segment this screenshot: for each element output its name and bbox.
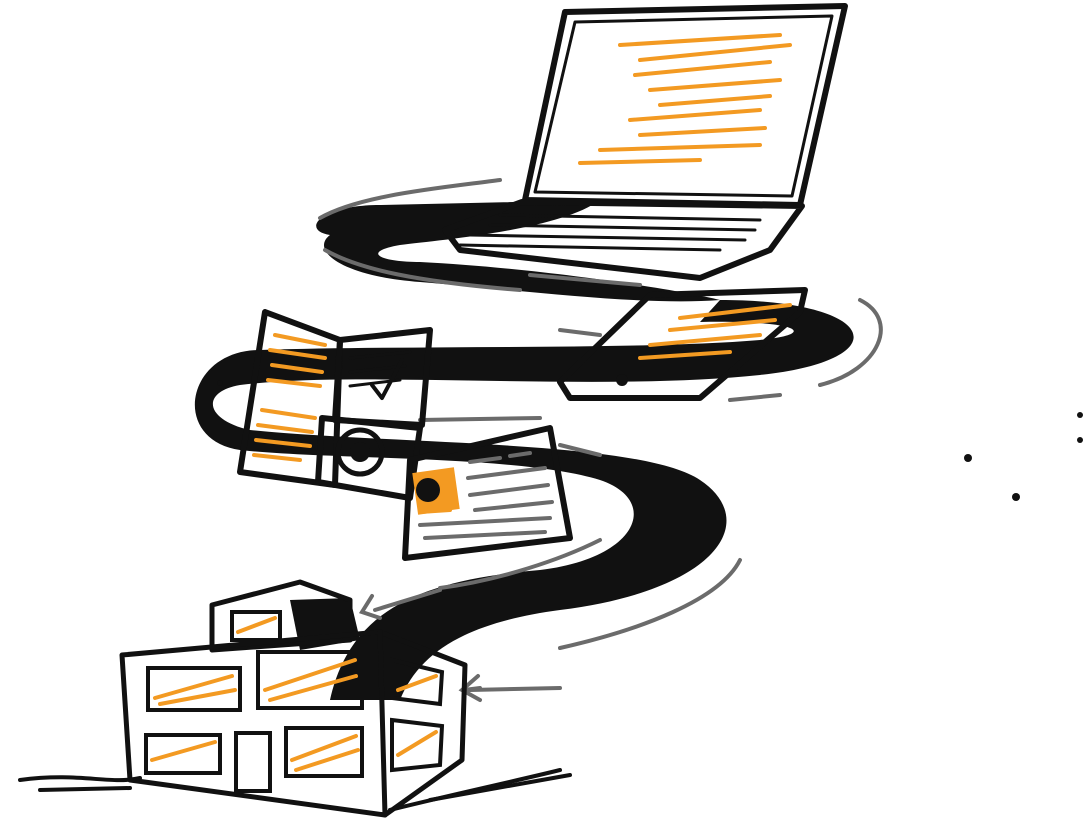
winding-road bbox=[194, 200, 854, 700]
ground-scribble bbox=[18, 768, 572, 812]
laptop-icon bbox=[442, 3, 848, 281]
laptop-screen-scribble bbox=[578, 33, 792, 165]
id-card-icon bbox=[402, 425, 573, 561]
laptop-keyboard bbox=[458, 213, 762, 252]
motion-lines bbox=[318, 178, 883, 692]
passport-icon bbox=[237, 309, 433, 501]
decorative-dots bbox=[217, 380, 1083, 501]
smartphone-icon bbox=[557, 287, 808, 401]
